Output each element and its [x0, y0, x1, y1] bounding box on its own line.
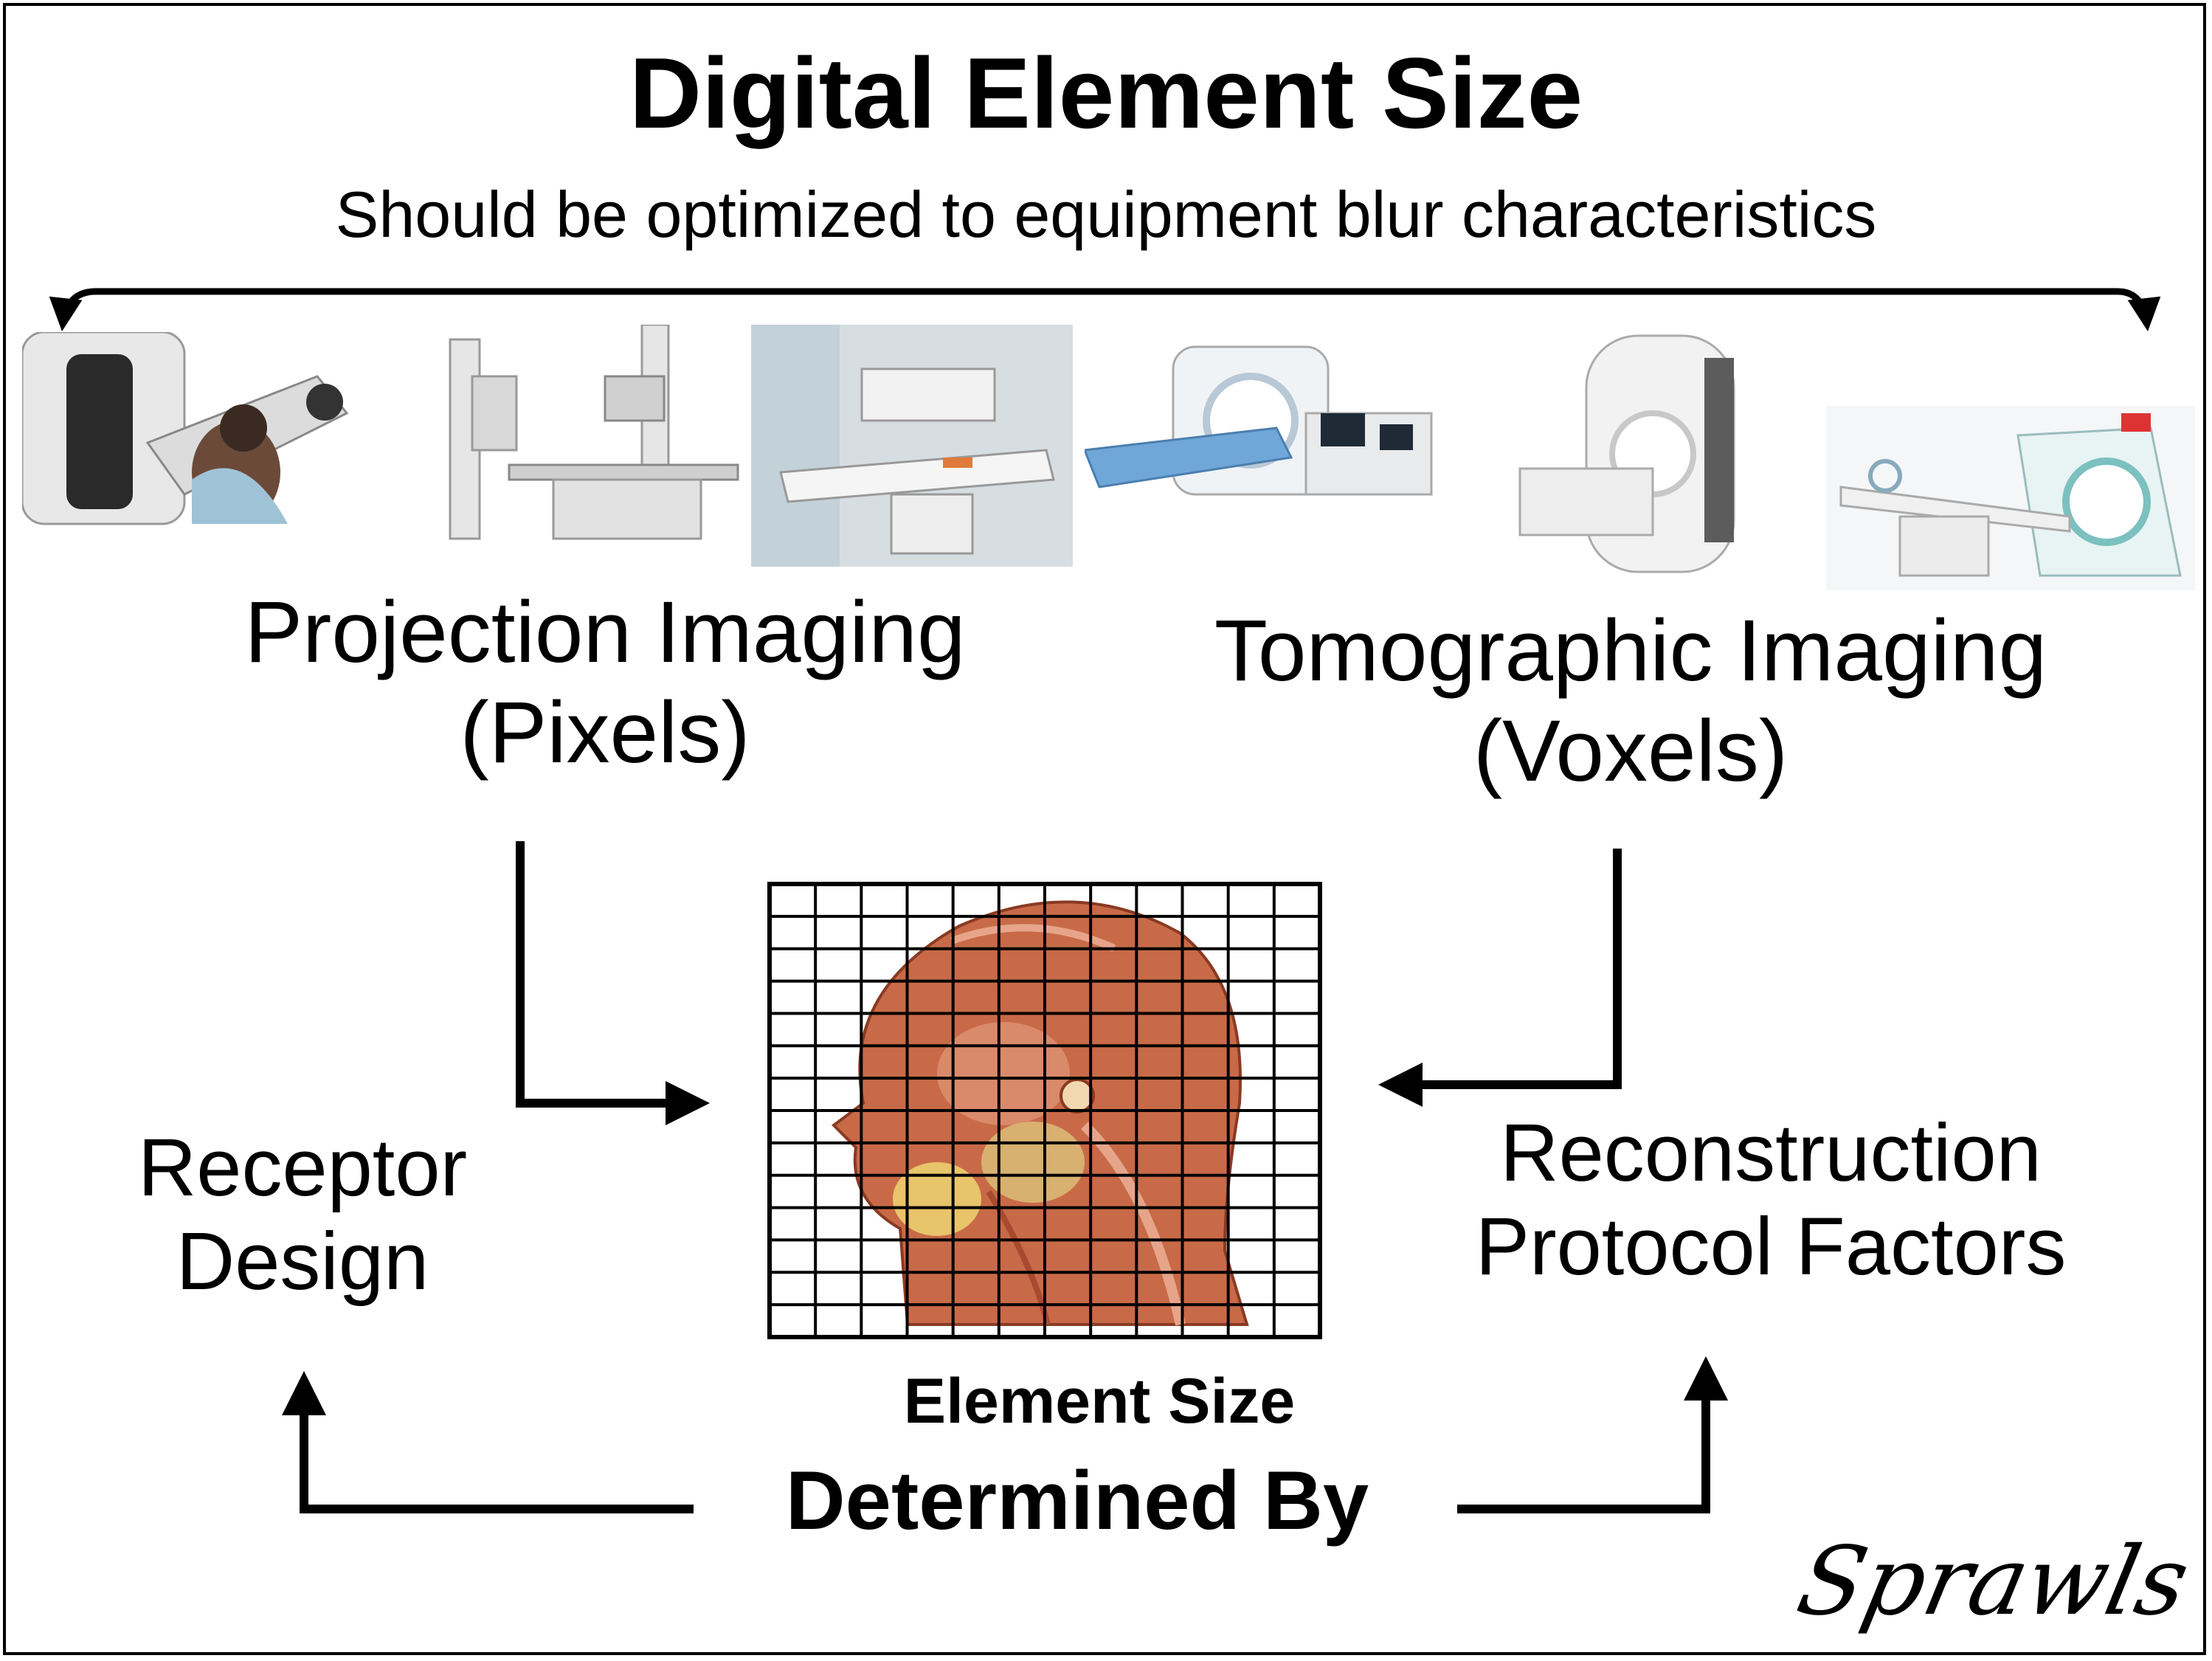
- receptor-design-label: Receptor Design: [74, 1122, 531, 1308]
- open-scanner-icon: [1826, 406, 2195, 590]
- top-span-arrow-left: [49, 288, 97, 331]
- fluoroscopy-unit-icon: [751, 325, 1073, 567]
- projection-imaging-line2: (Pixels): [460, 683, 750, 781]
- receptor-design-line1: Receptor: [137, 1122, 468, 1213]
- element-size-caption: Element Size: [903, 1366, 1296, 1437]
- tomographic-imaging-line1: Tomographic Imaging: [1214, 602, 2047, 700]
- determined-by-label: Determined By: [785, 1454, 1369, 1547]
- reconstruction-line2: Protocol Factors: [1475, 1201, 2067, 1292]
- receptor-design-line2: Design: [176, 1215, 429, 1307]
- tomographic-imaging-line2: (Voxels): [1473, 702, 1788, 800]
- radiography-unit-icon: [449, 325, 739, 540]
- top-span-arrow: [96, 288, 2161, 331]
- projection-imaging-line1: Projection Imaging: [244, 584, 966, 681]
- ct-scanner-icon: [1085, 345, 1433, 496]
- diagram-frame: [3, 3, 2206, 1655]
- mammography-unit-icon: [22, 332, 349, 525]
- diagram-subtitle: Should be optimized to equipment blur ch…: [335, 178, 1877, 251]
- determined-to-receptor-arrow: [282, 1371, 694, 1513]
- projection-to-grid-arrow: [516, 841, 710, 1125]
- tomographic-imaging-label: Tomographic Imaging (Voxels): [1151, 601, 2110, 801]
- diagram-title: Digital Element Size: [629, 37, 1583, 149]
- pixel-grid: [767, 882, 1322, 1339]
- author-signature: Sprawls: [1788, 1527, 2199, 1637]
- tomographic-to-grid-arrow: [1378, 849, 1622, 1107]
- reconstruction-line1: Reconstruction: [1500, 1108, 2042, 1198]
- determined-to-reconstruction-arrow: [1457, 1356, 1728, 1513]
- mri-scanner-icon: [1518, 334, 1735, 573]
- reconstruction-label: Reconstruction Protocol Factors: [1387, 1107, 2154, 1294]
- projection-imaging-label: Projection Imaging (Pixels): [148, 583, 1062, 783]
